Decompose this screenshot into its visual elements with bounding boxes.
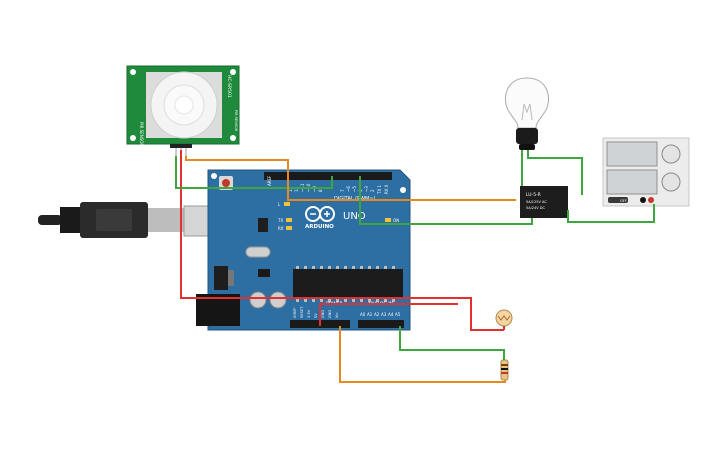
pin-label-8: 8 xyxy=(318,189,323,192)
analog-pin-a3: A3 xyxy=(381,312,387,317)
relay-line3: 5A/24V DC xyxy=(526,206,545,210)
light-bulb-icon xyxy=(504,77,550,150)
wire-ldr-green xyxy=(399,326,505,360)
pir-label-right: PIR SENSOR xyxy=(234,110,238,132)
pin-label-5: ~5 xyxy=(352,186,357,192)
pir-label-left: PIR SENSOR xyxy=(139,122,144,146)
analog-header xyxy=(358,320,404,328)
brand-label: ARDUINO xyxy=(305,224,334,230)
relay-module: LU-5-R 5A/125V AC 5A/24V DC xyxy=(520,186,568,218)
wire-usb-red xyxy=(180,150,504,331)
arduino-uno-board: AREF DIGITAL (PWM~) 13 12 ~11 ~10 ~9 8 7… xyxy=(196,169,411,331)
terminal-negative xyxy=(640,197,646,203)
pin-label-7: 7 xyxy=(340,189,345,192)
atmega-chip xyxy=(293,269,403,299)
power-supply: OFF xyxy=(602,137,690,207)
pin-label-2: 2 xyxy=(370,189,375,192)
tx-led-label: TX xyxy=(277,218,283,223)
pin-label-13: 13 xyxy=(288,186,293,192)
wire-relay-green xyxy=(359,176,533,225)
power-pin-gnd1: GND xyxy=(321,310,325,318)
analog-pin-a0: A0 xyxy=(360,312,366,317)
wire-pir-green xyxy=(175,156,333,189)
wire-gnd-orange xyxy=(339,326,506,383)
l-led-label: L xyxy=(278,202,281,207)
wires xyxy=(175,150,655,383)
power-pin-reset: RESET xyxy=(300,306,304,318)
pin-label-6: ~6 xyxy=(346,186,351,192)
power-pin-ioref: IOREF xyxy=(293,308,297,318)
power-off-label: OFF xyxy=(620,199,627,203)
power-pin-5v: 5V xyxy=(314,313,318,318)
wire-relay-supply xyxy=(567,204,655,223)
on-led-label: ON xyxy=(393,218,399,223)
analog-pin-a5: A5 xyxy=(395,312,401,317)
relay-line2: 5A/125V AC xyxy=(526,200,547,204)
power-jack xyxy=(196,294,240,326)
usb-cable xyxy=(38,202,215,238)
wire-pir-orange xyxy=(185,156,516,201)
pin-label-tx1: TX 1 xyxy=(377,185,382,195)
analog-pin-a1: A1 xyxy=(367,312,373,317)
power-pin-vin: Vin xyxy=(335,312,339,318)
model-label: UNO xyxy=(343,211,366,222)
pin-label-3: ~3 xyxy=(364,186,369,192)
wire-5v-red xyxy=(319,303,458,326)
relay-label: LU-5-R xyxy=(526,192,541,198)
pin-label-rx0: RX 0 xyxy=(384,184,389,194)
digital-header xyxy=(264,172,392,180)
pin-label-12: 12 xyxy=(294,186,299,192)
pir-label-side: HC-SR501 xyxy=(226,75,232,98)
photoresistor xyxy=(495,309,513,327)
pir-motion-sensor: HC-SR501 PIR SENSOR PIR SENSOR xyxy=(126,65,240,156)
power-pin-gnd2: GND xyxy=(328,310,332,318)
analog-pin-a2: A2 xyxy=(374,312,380,317)
resistor xyxy=(500,359,509,381)
arduino-logo-icon xyxy=(305,206,335,222)
power-switch[interactable] xyxy=(608,197,628,203)
terminal-positive xyxy=(648,197,654,203)
rx-led-label: RX xyxy=(278,226,284,231)
analog-pin-a4: A4 xyxy=(388,312,394,317)
wire-bulb-supply xyxy=(527,150,583,195)
aref-label: AREF xyxy=(267,175,272,186)
power-pin-3v3: 3.3V xyxy=(307,309,311,318)
